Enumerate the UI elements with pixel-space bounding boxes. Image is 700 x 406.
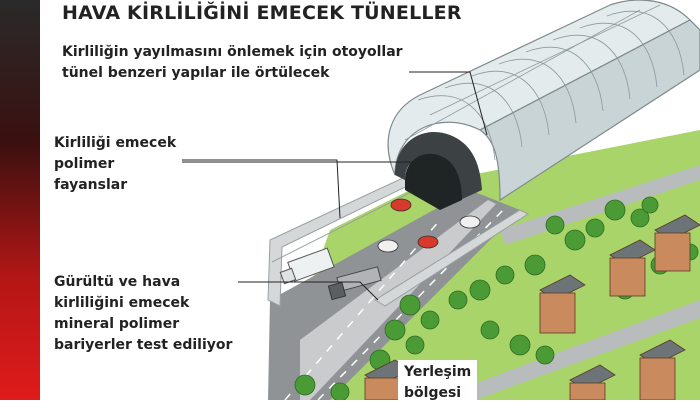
label-line: bölgesi	[404, 385, 462, 401]
label-line: Yerleşim	[404, 364, 472, 380]
label-line: polimer	[54, 156, 115, 172]
label-line: Kirliliği emecek	[54, 135, 177, 151]
label-line: mineral polimer	[54, 316, 180, 332]
car-white-2	[377, 239, 399, 253]
label-line: fayanslar	[54, 177, 128, 193]
houses	[364, 214, 700, 400]
red-side-bar	[0, 0, 40, 400]
house-1	[609, 239, 656, 297]
barrier-wall-right	[374, 209, 530, 307]
label-line: kirliliğini emecek	[54, 295, 190, 311]
label-line: tünel benzeri yapılar ile örtülecek	[62, 65, 330, 81]
car-white-1	[459, 215, 481, 229]
house-3	[539, 274, 586, 334]
residential-road-lower	[430, 300, 700, 400]
tunnel-roof	[387, 0, 692, 176]
car-red-2	[417, 235, 439, 249]
car-red-1	[390, 198, 412, 212]
label-line: Gürültü ve hava	[54, 274, 181, 290]
callout-lines	[170, 71, 488, 301]
house-4	[639, 339, 686, 400]
lorry	[327, 266, 382, 301]
tunnel-side	[478, 19, 700, 202]
truck	[279, 247, 335, 285]
house-5	[364, 359, 411, 400]
house-6	[569, 364, 616, 400]
label-line: Kirliliğin yayılmasını önlemek için otoy…	[62, 44, 403, 60]
diagram-title: HAVA KİRLİLİĞİNİ EMECEK TÜNELLER	[62, 2, 462, 24]
highway-median	[300, 200, 496, 400]
label-barriers: Gürültü ve hava kirliliğini emecek miner…	[48, 270, 239, 358]
label-settlement: Yerleşim bölgesi	[398, 360, 478, 406]
house-2	[654, 214, 700, 272]
label-line: bariyerler test ediliyor	[54, 337, 233, 353]
label-tiles: Kirliliği emecek polimer fayanslar	[48, 131, 183, 198]
label-tunnel-cover: Kirliliğin yayılmasını önlemek için otoy…	[56, 40, 409, 86]
